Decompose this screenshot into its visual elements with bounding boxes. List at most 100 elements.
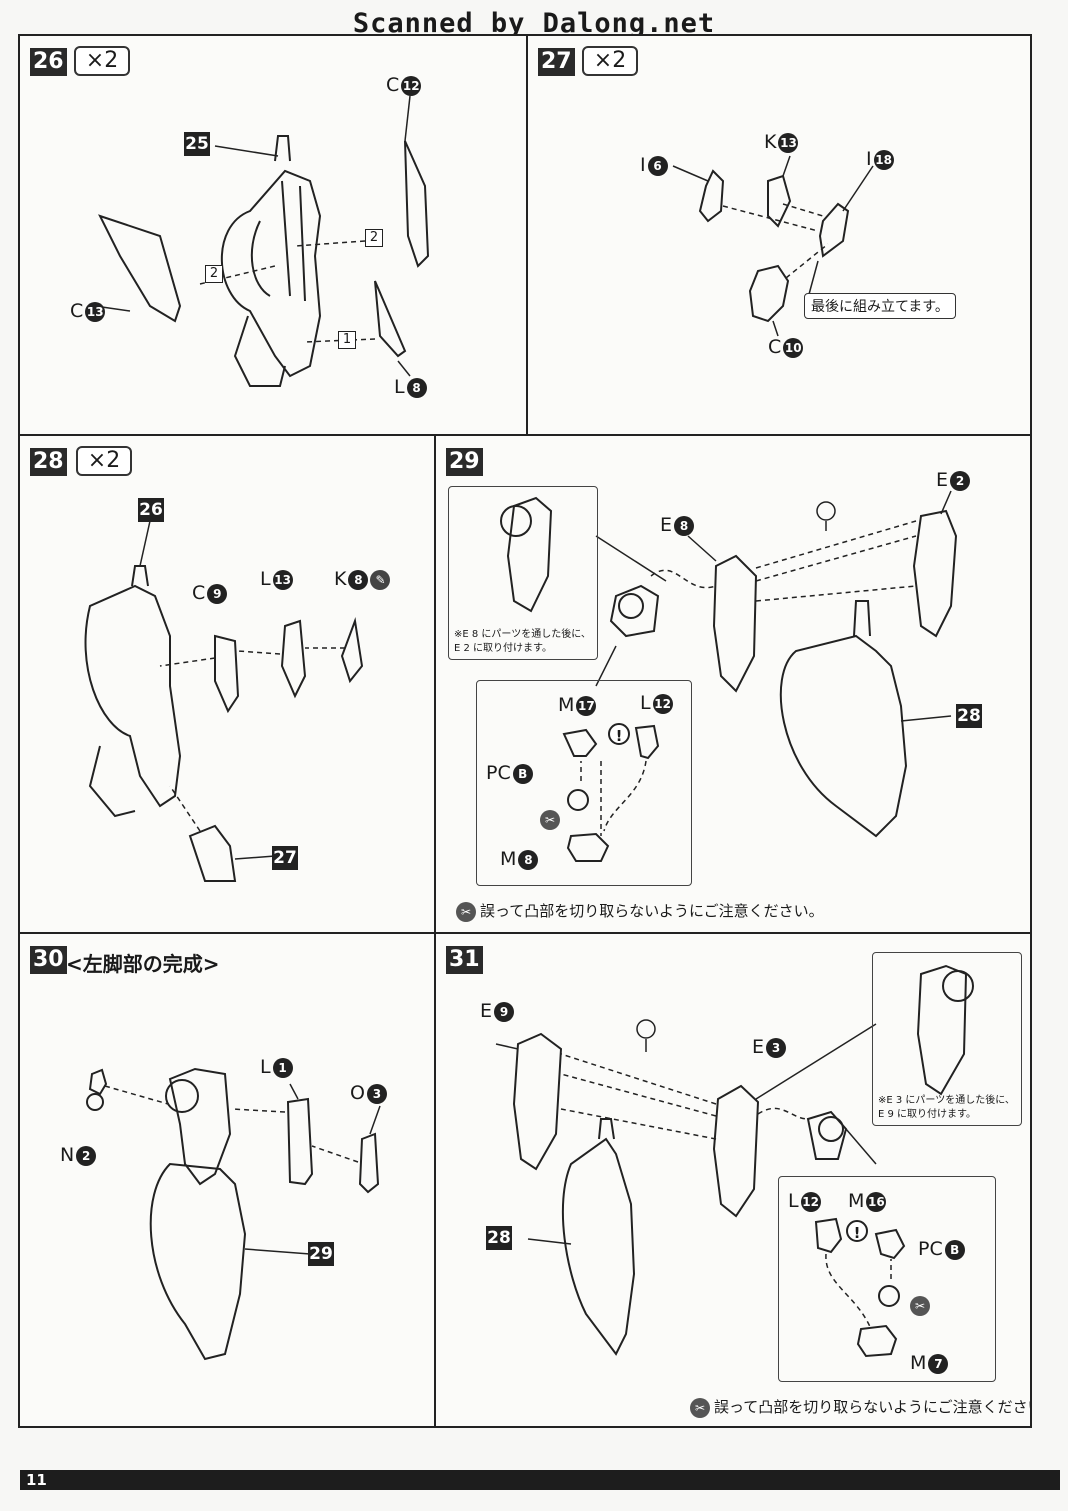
times-badge: ×2 <box>582 46 638 76</box>
part-letter: PC <box>486 762 511 784</box>
ref-step-26: 26 <box>138 498 164 522</box>
cut-warning-icon: ✂ <box>910 1296 930 1316</box>
inset-detail-1 <box>872 952 1022 1126</box>
part-number-badge: B <box>944 1239 965 1260</box>
ref-step-28: 28 <box>956 704 982 728</box>
step-26-illustration <box>94 95 430 387</box>
cut-warning-icon: ✂ <box>690 1397 710 1418</box>
part-number-badge: 13 <box>85 301 106 322</box>
step-number: 27 <box>538 48 575 76</box>
part-number-badge: 12 <box>800 1191 821 1212</box>
part-letter: L <box>788 1190 799 1212</box>
page-number: 11 <box>26 1471 47 1489</box>
inset-note-line-2: E 2 に取り付けます。 <box>454 643 553 654</box>
cut-warning-text: 誤って凸部を切り取らないようにご注意ください。 <box>480 902 824 920</box>
part-number-badge: 3 <box>766 1037 787 1058</box>
step-number: 30 <box>30 946 67 974</box>
cut-warning-icon: ✂ <box>456 901 476 922</box>
inset-detail-2 <box>476 680 692 886</box>
part-letter: M <box>558 694 575 716</box>
part-letter: C <box>70 300 84 322</box>
step-27-illustration <box>672 155 874 337</box>
part-number-badge: 8 <box>348 569 369 590</box>
part-letter: C <box>768 336 782 358</box>
part-letter: E <box>936 469 949 491</box>
part-letter: L <box>394 376 405 398</box>
part-letter: O <box>350 1082 365 1104</box>
part-letter: I <box>866 148 872 170</box>
caution-icon: ! <box>846 1220 868 1242</box>
part-number-badge: 18 <box>873 149 894 170</box>
part-letter: L <box>260 1056 271 1078</box>
step-number: 31 <box>446 946 483 974</box>
step-number: 29 <box>446 448 483 476</box>
order-marker-2: 2 <box>205 265 223 283</box>
footer-bar <box>20 1470 1060 1490</box>
part-number-badge: 3 <box>366 1083 387 1104</box>
cut-warning-note: ✂誤って凸部を切り取らないようにご注意ください。 <box>690 1396 1032 1418</box>
part-number-badge: 9 <box>207 583 228 604</box>
part-number-badge: 7 <box>928 1353 949 1374</box>
step-29-illustration <box>500 490 958 862</box>
part-letter: N <box>60 1144 75 1166</box>
part-number-badge: 16 <box>866 1191 887 1212</box>
cut-warning-text: 誤って凸部を切り取らないようにご注意ください。 <box>714 1398 1032 1416</box>
cut-warning-note: ✂誤って凸部を切り取らないようにご注意ください。 <box>456 900 824 922</box>
part-letter: M <box>500 848 517 870</box>
ref-step-29: 29 <box>308 1242 334 1266</box>
part-number-badge: 8 <box>406 377 427 398</box>
inset-note: ※E 8 にパーツを通した後に、 E 2 に取り付けます。 <box>454 628 591 656</box>
part-letter: M <box>910 1352 927 1374</box>
part-number-badge: 10 <box>783 337 804 358</box>
inset-detail-2 <box>778 1176 996 1382</box>
part-letter: E <box>752 1036 765 1058</box>
inset-note-line-1: ※E 8 にパーツを通した後に、 <box>454 629 591 640</box>
part-letter: E <box>660 514 673 536</box>
ref-step-25: 25 <box>184 132 210 156</box>
step-28-illustration <box>84 520 364 882</box>
part-number-badge: 12 <box>652 693 673 714</box>
part-number-badge: 8 <box>518 849 539 870</box>
inset-note-line-2: E 9 に取り付けます。 <box>878 1109 977 1120</box>
part-number-badge: 2 <box>76 1145 97 1166</box>
inset-detail-1 <box>448 486 598 660</box>
step-number: 28 <box>30 448 67 476</box>
order-marker-1: 1 <box>338 331 356 349</box>
scan-header: Scanned by Dalong.net <box>352 8 716 39</box>
part-number-badge: 17 <box>576 695 597 716</box>
part-number-badge: 2 <box>950 470 971 491</box>
part-number-badge: 1 <box>272 1057 293 1078</box>
ref-step-28: 28 <box>486 1226 512 1250</box>
inset-note-line-1: ※E 3 にパーツを通した後に、 <box>878 1095 1015 1106</box>
part-number-badge: 8 <box>674 515 695 536</box>
times-badge: ×2 <box>74 46 130 76</box>
part-number-badge: 12 <box>401 75 422 96</box>
caution-icon: ! <box>608 723 630 745</box>
